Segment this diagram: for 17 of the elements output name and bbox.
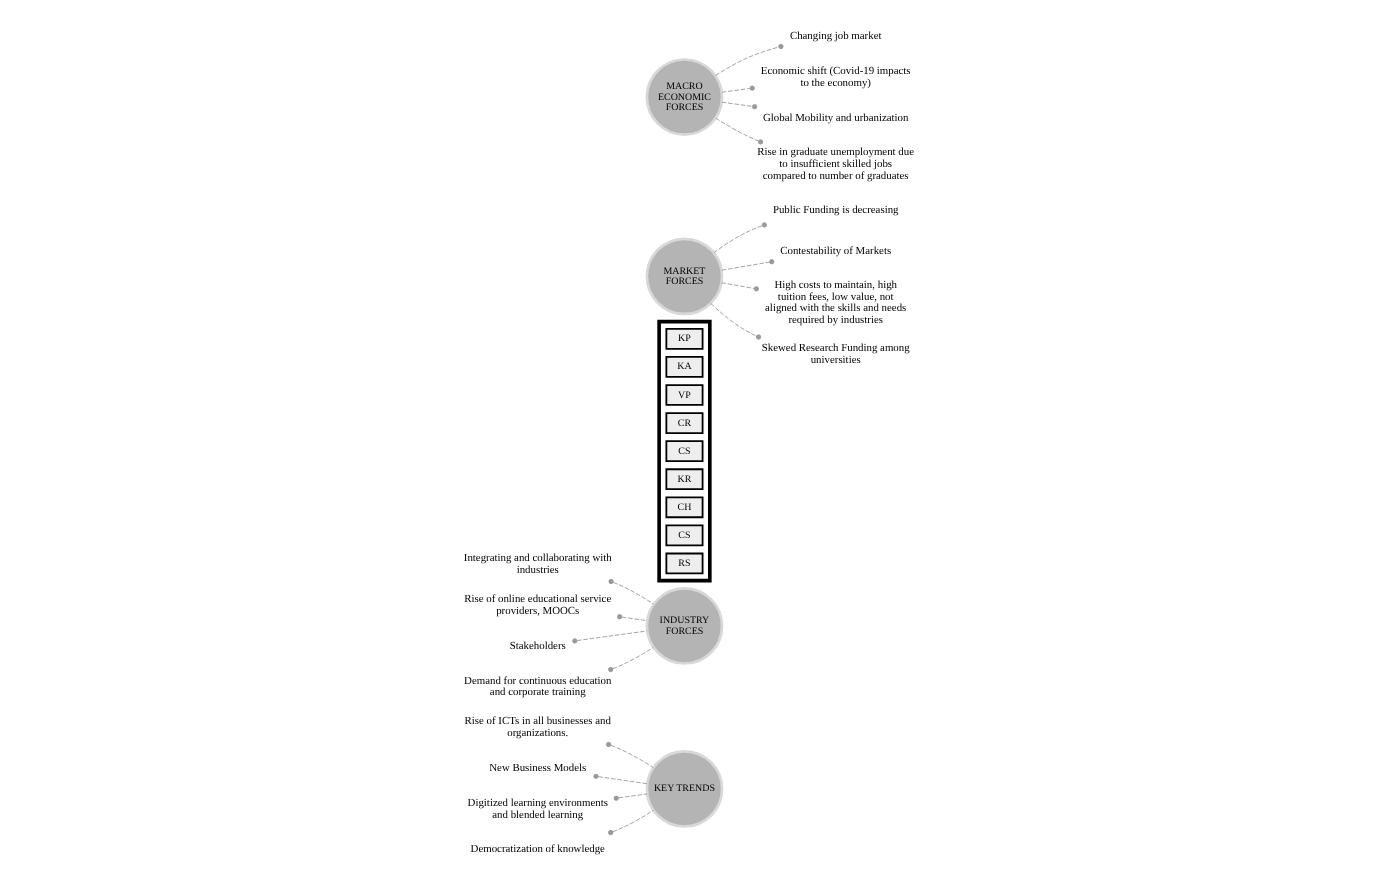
connector	[608, 810, 654, 836]
connector	[715, 43, 784, 76]
connector	[593, 773, 648, 785]
connector	[721, 282, 759, 292]
connector	[606, 741, 654, 768]
connector	[617, 614, 648, 622]
connector	[608, 578, 655, 605]
connector	[721, 85, 755, 93]
connector	[713, 222, 767, 254]
connector	[715, 117, 764, 145]
connector	[721, 259, 775, 271]
connector	[608, 647, 654, 673]
connector	[572, 630, 648, 644]
cluster	[657, 319, 712, 583]
connector	[710, 302, 762, 340]
connector	[613, 793, 648, 801]
connector	[721, 101, 758, 110]
